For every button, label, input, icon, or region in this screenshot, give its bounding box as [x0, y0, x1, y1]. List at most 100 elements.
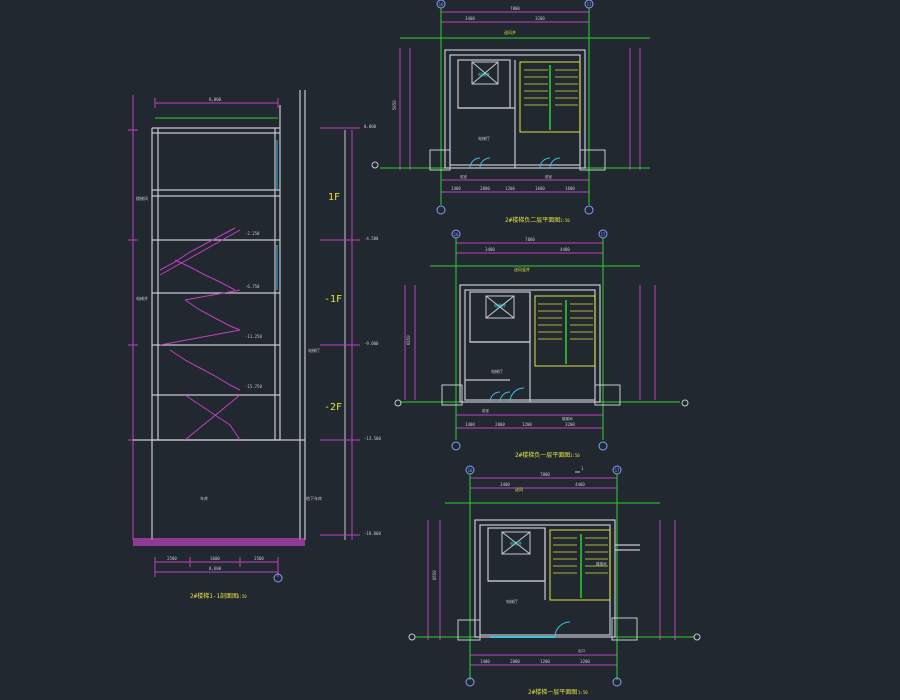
plan-scale: 1:50 — [578, 690, 588, 695]
elevator-car — [501, 531, 531, 555]
plan-scale: 1:50 — [560, 218, 570, 223]
section-mark: 1 — [581, 466, 584, 471]
plan-dim: 3400 — [465, 16, 475, 21]
axis-bubble-17-bottom — [612, 677, 622, 687]
floor-label-b2: -2F — [324, 402, 342, 413]
axis-label: 16 — [439, 2, 444, 7]
grid-marker — [394, 399, 402, 407]
axis-label: 17 — [601, 232, 606, 237]
plan-title: 2#楼梯一层平面图 — [528, 688, 577, 696]
plan-dim: 1600 — [535, 186, 545, 191]
bottom-dim: 2500 — [254, 556, 264, 561]
room-label: 前室 — [482, 408, 490, 413]
room-label: 电梯井 — [510, 540, 522, 546]
axis-bubble — [273, 573, 283, 583]
room-label: 楼梯间 — [562, 416, 573, 421]
axis-bubble-16-bottom — [436, 205, 446, 215]
room-label: 电梯井 — [136, 295, 148, 301]
grid-marker — [408, 633, 416, 641]
room-label: 前室 — [545, 174, 553, 179]
elevation-label: -9.000 — [364, 341, 379, 346]
stair-treads — [553, 537, 608, 574]
column — [441, 384, 463, 406]
column — [579, 149, 606, 171]
stair-outline — [534, 295, 596, 367]
plan-dim: 2000 — [480, 186, 490, 191]
grid-marker — [371, 161, 379, 169]
plan-dim: 3400 — [485, 247, 495, 252]
room-label: 前室 — [460, 174, 468, 179]
plan-side-dim: 6650 — [432, 570, 437, 580]
section-ground-hatch — [133, 538, 305, 546]
plan-title: 2#楼梯负二层平面图 — [505, 216, 560, 224]
axis-label: 17 — [587, 2, 592, 7]
door-swing — [554, 621, 571, 638]
axis-label: 17 — [615, 468, 620, 473]
section-top-dimension — [154, 98, 279, 119]
section-walls — [133, 90, 306, 540]
plan-title: 2#楼梯负一层平面图 — [515, 451, 570, 459]
plan-label: 送风 — [515, 486, 523, 492]
room-label: 电梯厅 — [478, 135, 490, 141]
door-swing — [489, 391, 511, 403]
axis-label: 16 — [468, 468, 473, 473]
plan-dim: 2000 — [495, 422, 505, 427]
plan-dim: 4400 — [560, 247, 570, 252]
elevator-cross — [485, 295, 515, 319]
plan-middle: 16 17 7800 3400 4400 送风竖井 — [400, 229, 680, 459]
plan-bottom: 1 16 17 7800 3400 4400 送风 — [415, 465, 695, 696]
room-label: 地下车库 — [306, 495, 322, 501]
stair-outline — [549, 529, 611, 601]
grid-marker — [681, 399, 689, 407]
elevation-label: -18.000 — [364, 531, 381, 536]
plan-dim: 3200 — [580, 659, 590, 664]
plan-dim: 1400 — [465, 422, 475, 427]
room-label: 电梯厅 — [506, 598, 518, 604]
elevation-label: -13.500 — [364, 436, 381, 441]
stair-treads — [524, 69, 578, 106]
room-label: 楼梯间 — [596, 561, 607, 566]
bottom-dim: 2500 — [167, 556, 177, 561]
landing-label: -6.750 — [245, 284, 260, 289]
landing-label: -11.250 — [245, 334, 262, 339]
plan-dim: 7800 — [540, 472, 550, 477]
room-label: 电梯厅 — [308, 347, 320, 353]
plan-dim: 4400 — [575, 482, 585, 487]
landing-label: -2.250 — [245, 231, 260, 236]
plan-dim: 1400 — [480, 659, 490, 664]
room-label: 电梯井 — [494, 302, 506, 308]
plan-side-dim: 6650 — [406, 335, 411, 345]
plan-label: 送风井 — [504, 29, 516, 35]
elevation-label: -4.500 — [364, 236, 379, 241]
plan-dim: 7800 — [510, 6, 520, 11]
room-label: 楼梯间 — [136, 195, 148, 201]
elevator-car — [485, 295, 515, 319]
plan-scale: 1:50 — [570, 453, 580, 458]
floor-label-b1: -1F — [324, 294, 342, 305]
room-label: 车库 — [200, 495, 208, 501]
plan-dim: 1200 — [522, 422, 532, 427]
room-label: 电梯厅 — [491, 368, 503, 374]
axis-label: 16 — [454, 232, 459, 237]
plan-dim: 2000 — [510, 659, 520, 664]
plan-dim: 1200 — [505, 186, 515, 191]
stair-treads — [538, 303, 593, 340]
plan-top: 16 17 7800 3400 3200 送风井 — [380, 0, 650, 224]
plan-dim: 3200 — [535, 16, 545, 21]
column — [457, 619, 481, 641]
section-right-elevations — [320, 127, 360, 540]
axis-bubble-16-bottom — [451, 441, 461, 451]
column — [429, 149, 451, 171]
plan-dim: 3200 — [565, 422, 575, 427]
plan-dim: 7800 — [525, 237, 535, 242]
stair-outline — [519, 61, 581, 133]
bottom-total-dim: 8,600 — [209, 566, 222, 571]
door-swing — [469, 157, 491, 169]
plan-dim: 3400 — [500, 482, 510, 487]
section-stair-flights — [159, 227, 241, 441]
plan-side-dim: 5650 — [392, 100, 397, 110]
column — [594, 384, 621, 406]
door-swing — [509, 387, 525, 403]
axis-bubble-17-bottom — [584, 205, 594, 215]
